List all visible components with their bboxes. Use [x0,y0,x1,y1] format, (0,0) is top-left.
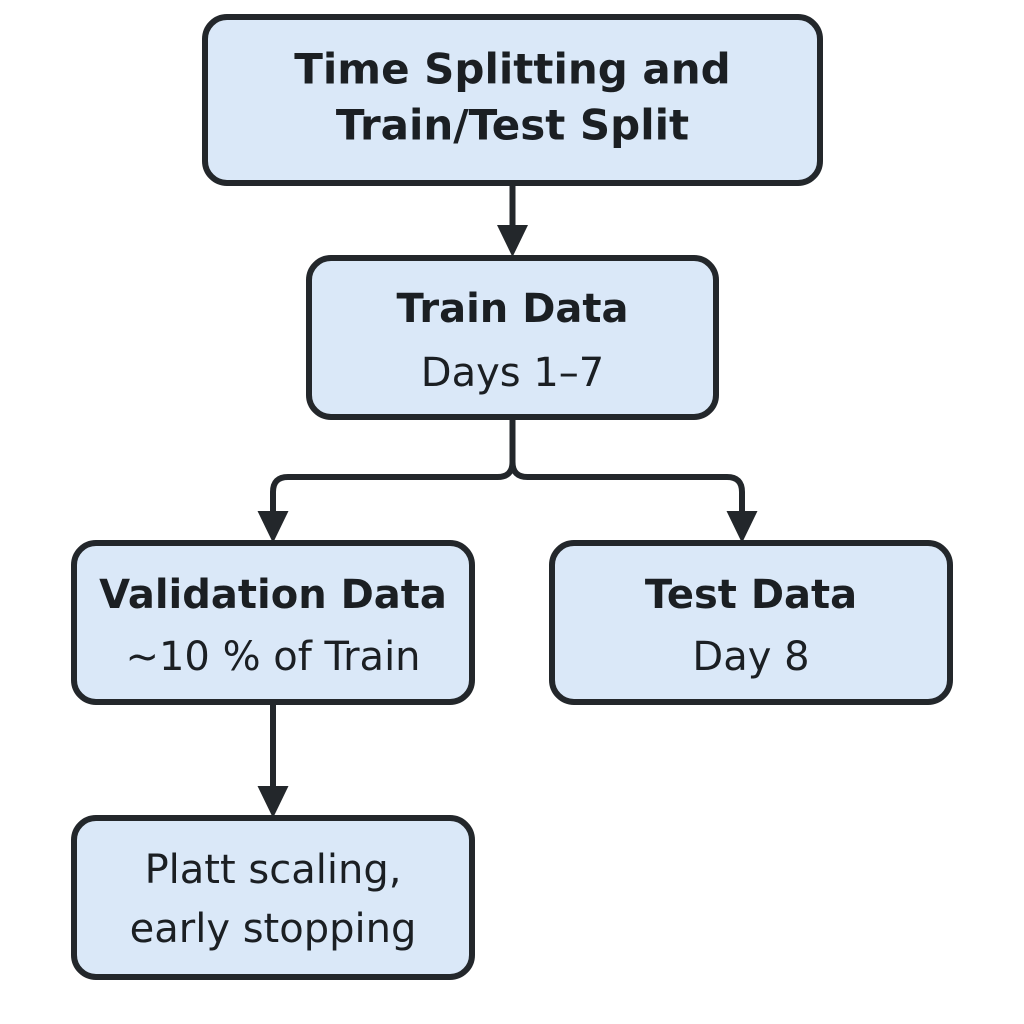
edge-train-to-test-arrowhead [726,511,758,543]
train-data-node-primary-label: Train Data [396,286,628,332]
test-data-node[interactable]: Test Data Day 8 [549,540,953,705]
calibration-node-secondary-label: early stopping [130,906,417,952]
calibration-node[interactable]: Platt scaling, early stopping [71,815,475,980]
edge-train-to-validation-line [270,417,516,513]
edge-root-to-train-arrowhead [497,225,528,257]
time-splitting-node-box[interactable] [202,14,823,186]
train-data-node[interactable]: Train Data Days 1–7 [306,255,719,420]
edge-train-to-validation-arrowhead [257,511,289,543]
time-splitting-node-secondary-label: Train/Test Split [336,101,689,150]
time-splitting-node[interactable]: Time Splitting and Train/Test Split [202,14,823,186]
calibration-node-box[interactable] [71,815,475,980]
validation-data-node-box[interactable] [71,540,475,705]
train-data-node-secondary-label: Days 1–7 [421,350,604,396]
train-data-node-box[interactable] [306,255,719,420]
test-data-node-primary-label: Test Data [645,572,857,618]
time-splitting-node-primary-label: Time Splitting and [294,45,730,94]
validation-data-node-secondary-label: ~10 % of Train [125,634,420,680]
edge-train-to-test-line [509,417,745,513]
test-data-node-box[interactable] [549,540,953,705]
edge-validation-to-calibration [257,702,289,818]
calibration-node-primary-label: Platt scaling, [145,847,402,893]
edge-validation-to-calibration-arrowhead [257,786,289,818]
test-data-node-secondary-label: Day 8 [692,634,809,680]
validation-data-node-primary-label: Validation Data [99,572,447,618]
edge-train-split-bus [257,417,758,543]
edge-root-to-train [497,183,528,257]
validation-data-node[interactable]: Validation Data ~10 % of Train [71,540,475,705]
